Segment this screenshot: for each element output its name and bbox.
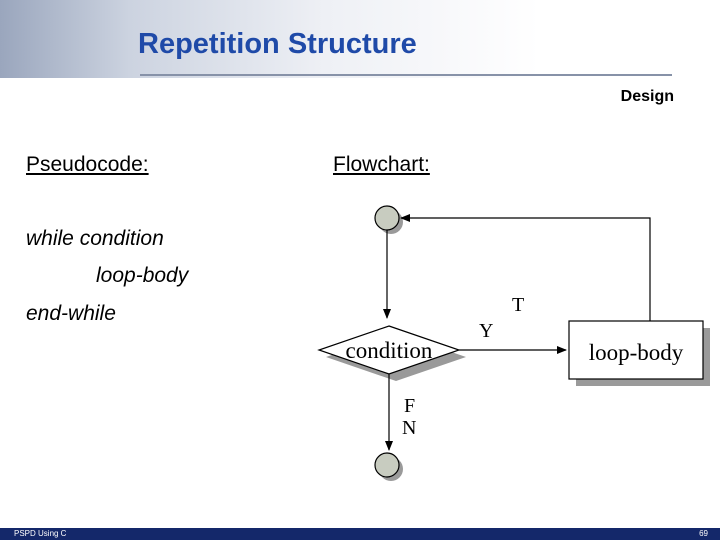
true-label: T bbox=[512, 294, 524, 316]
pseudocode-line-while: while condition bbox=[26, 227, 164, 250]
pseudocode-line-body: loop-body bbox=[96, 264, 189, 287]
loop-back-arrow bbox=[400, 214, 651, 321]
section-tag: Design bbox=[620, 88, 674, 105]
footer-bar: PSPD Using C 69 bbox=[0, 528, 720, 540]
process-label: loop-body bbox=[589, 340, 684, 365]
flowchart-heading: Flowchart: bbox=[333, 153, 430, 176]
no-label: N bbox=[402, 417, 416, 439]
loop-body-box bbox=[568, 320, 704, 380]
yes-label: Y bbox=[479, 320, 493, 342]
end-connector bbox=[374, 452, 400, 478]
start-connector bbox=[374, 205, 400, 231]
pseudocode-heading: Pseudocode: bbox=[26, 153, 149, 176]
header-band bbox=[0, 0, 720, 78]
title-underline bbox=[140, 74, 672, 76]
slide-title: Repetition Structure bbox=[138, 28, 417, 60]
false-label: F bbox=[404, 395, 415, 417]
pseudocode-line-end: end-while bbox=[26, 302, 116, 325]
footer-page-number: 69 bbox=[699, 529, 708, 538]
decision-label: condition bbox=[346, 338, 433, 363]
footer-course: PSPD Using C bbox=[14, 529, 67, 538]
